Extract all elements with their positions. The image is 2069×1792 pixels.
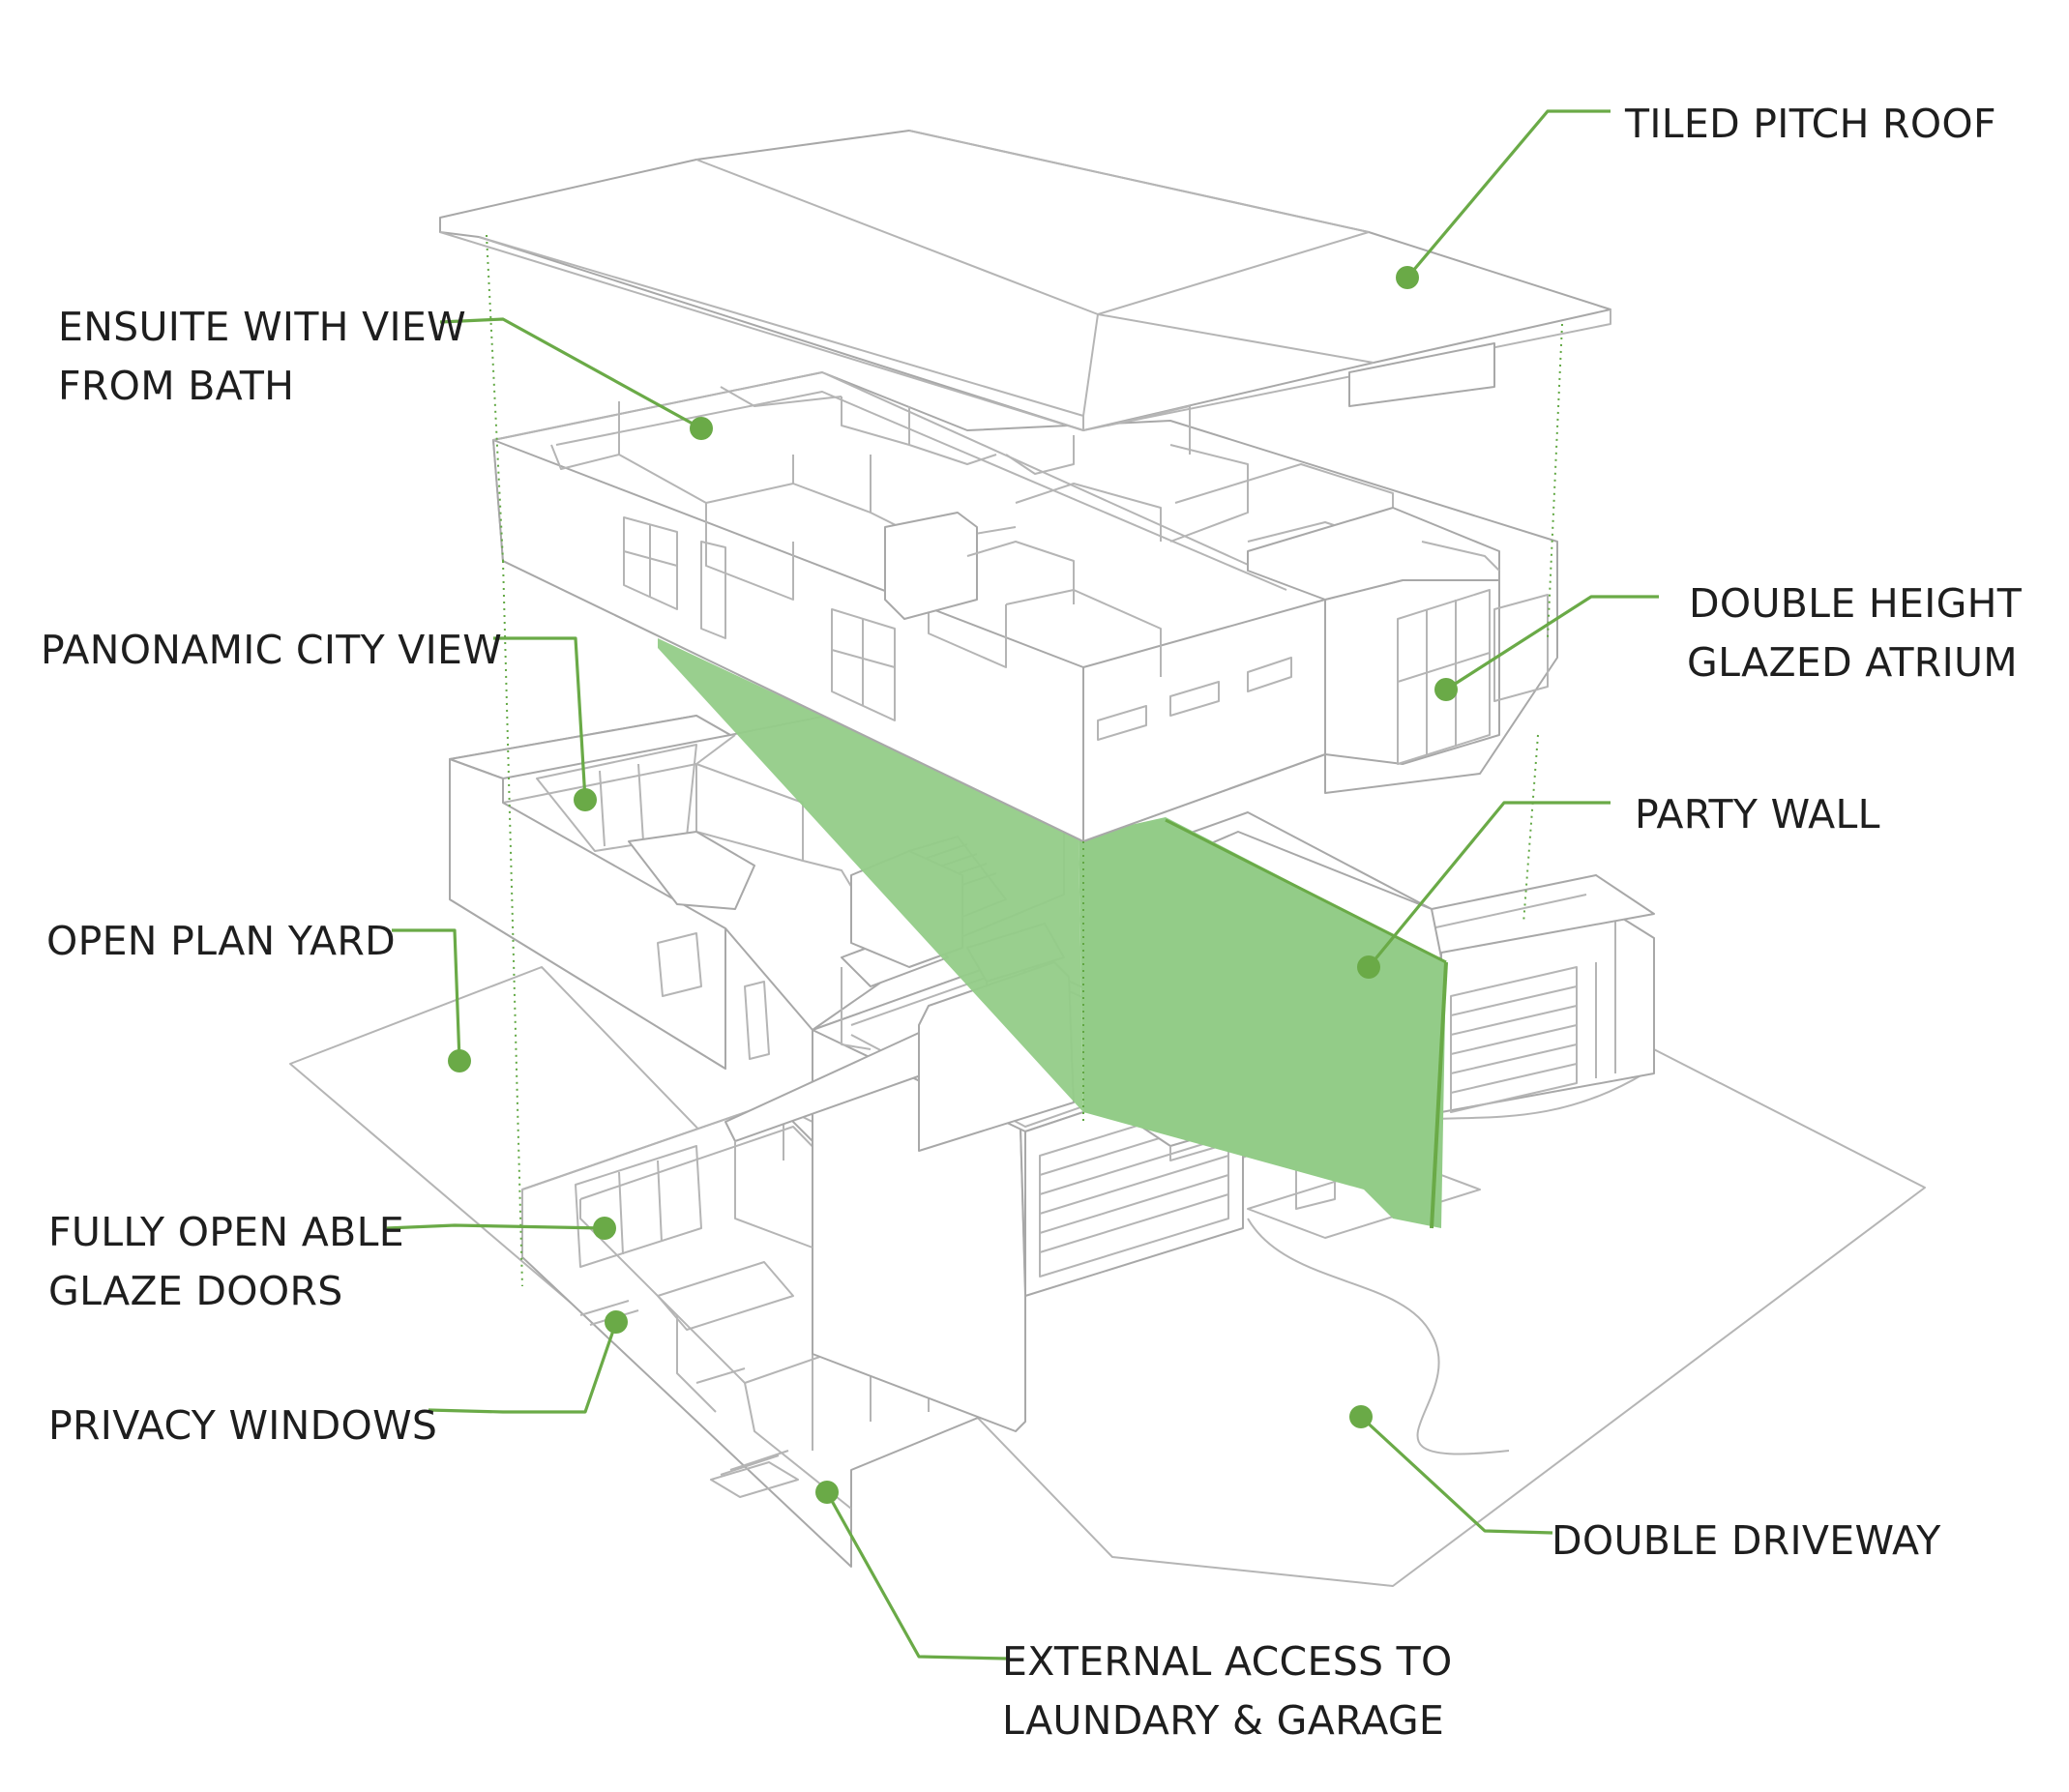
label-ensuite-line2: FROM BATH: [58, 363, 295, 409]
leader-double-driveway: [1359, 1415, 1553, 1535]
label-open-plan-yard: OPEN PLAN YARD: [46, 918, 397, 964]
label-glaze-doors-line2: GLAZE DOORS: [48, 1268, 343, 1314]
dot-external-access: [815, 1481, 839, 1504]
leader-glaze-doors: [386, 1223, 606, 1230]
leader-ensuite: [439, 317, 702, 430]
dot-double-driveway: [1349, 1405, 1373, 1428]
label-panoramic-city-view: PANONAMIC CITY VIEW: [41, 627, 503, 673]
upper-floor: [492, 371, 1558, 842]
leader-party-wall: [1367, 801, 1611, 969]
label-double-driveway: DOUBLE DRIVEWAY: [1552, 1517, 1941, 1564]
dot-ensuite: [690, 417, 713, 440]
label-double-height-line2: GLAZED ATRIUM: [1687, 639, 2018, 686]
leader-open-plan-yard: [392, 928, 461, 1062]
label-external-access-line2: LAUNDARY & GARAGE: [1002, 1697, 1445, 1744]
dot-panoramic: [574, 788, 597, 811]
leader-double-height: [1445, 595, 1659, 691]
leader-tiled-pitch-roof: [1405, 109, 1611, 279]
dot-glaze-doors: [593, 1217, 616, 1240]
callout-leaders: [386, 109, 1659, 1660]
label-privacy-windows: PRIVACY WINDOWS: [48, 1402, 438, 1449]
dot-open-plan-yard: [448, 1049, 471, 1072]
party-wall: [658, 638, 1448, 1229]
label-party-wall: PARTY WALL: [1635, 791, 1880, 837]
label-ensuite-line1: ENSUITE WITH VIEW: [58, 304, 466, 350]
label-double-height-line1: DOUBLE HEIGHT: [1689, 580, 2023, 627]
dot-tiled-pitch-roof: [1396, 266, 1419, 289]
dot-party-wall: [1357, 955, 1380, 979]
dot-privacy-windows: [605, 1310, 628, 1334]
roof: [439, 130, 1611, 455]
leader-panoramic: [493, 636, 587, 801]
alignment-lines: [486, 234, 1563, 1287]
label-external-access-line1: EXTERNAL ACCESS TO: [1002, 1638, 1453, 1685]
leader-privacy-windows: [428, 1321, 618, 1414]
leader-external-access: [825, 1491, 1007, 1660]
label-glaze-doors-line1: FULLY OPEN ABLE: [48, 1209, 404, 1255]
dot-double-height: [1434, 678, 1458, 701]
label-tiled-pitch-roof: TILED PITCH ROOF: [1625, 101, 1996, 147]
